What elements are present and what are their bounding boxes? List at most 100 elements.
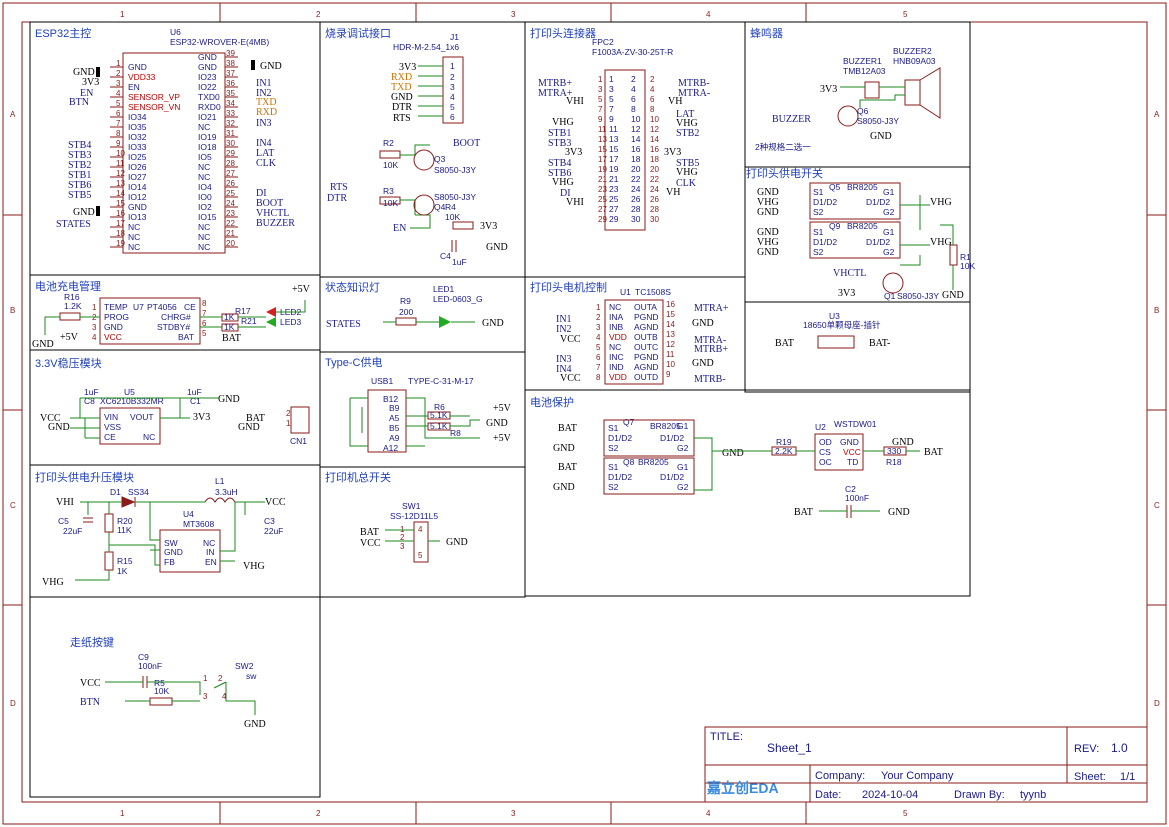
esp32-pin-name: IO14 bbox=[128, 182, 147, 192]
esp32-pin-number: 38 bbox=[226, 59, 235, 68]
q9-pin: G1 bbox=[883, 227, 895, 237]
ruler-top: 1 2 3 4 5 bbox=[120, 3, 908, 22]
fpc2-pin-number: 9 bbox=[598, 115, 603, 124]
ldo-net-gnd: GND bbox=[48, 422, 70, 433]
usb-pin: A5 bbox=[389, 413, 400, 423]
q6-ref: Q6 bbox=[857, 106, 869, 116]
fpc2-pin-number: 28 bbox=[631, 204, 641, 214]
esp32-pin-name: EN bbox=[128, 82, 140, 92]
u5-ref: U5 bbox=[124, 387, 135, 397]
esp-net-lat: LAT bbox=[256, 148, 274, 159]
esp-net-txd: TXD bbox=[256, 97, 277, 108]
esp-net-di: DI bbox=[256, 188, 267, 199]
j1-net-3v3: 3V3 bbox=[399, 62, 416, 73]
esp32-pin-name: IO13 bbox=[128, 212, 147, 222]
q8-pin: G2 bbox=[677, 482, 689, 492]
esp-net-stb5: STB5 bbox=[68, 190, 91, 201]
fpc2-pin-number: 21 bbox=[609, 174, 619, 184]
esp32-pin-number: 30 bbox=[226, 139, 235, 148]
fpc-net-mtra+: MTRA+ bbox=[538, 88, 573, 99]
u1-pin-number: 16 bbox=[666, 300, 675, 309]
esp-net-stb6: STB6 bbox=[68, 180, 91, 191]
fpc2-pin-number: 7 bbox=[598, 105, 603, 114]
esp32-pin-name: NC bbox=[198, 162, 210, 172]
m-net-in1: IN1 bbox=[556, 314, 572, 325]
esp32-pin-name: NC bbox=[128, 242, 140, 252]
r6-ref: R6 bbox=[434, 402, 445, 412]
esp32-pin-number: 4 bbox=[116, 89, 121, 98]
title-main-switch: 打印机总开关 bbox=[325, 470, 391, 484]
q8-pin: G1 bbox=[677, 462, 689, 472]
sw1-part: SS-12D11L5 bbox=[390, 511, 438, 521]
buzzer2-ref: BUZZER2 bbox=[893, 46, 932, 56]
u1-pin-name: IND bbox=[609, 362, 624, 372]
u1-pin-number: 3 bbox=[596, 323, 601, 332]
u7-pnum: 5 bbox=[202, 329, 207, 338]
u1-pin-name: OUTD bbox=[634, 372, 658, 382]
sw2-ref: SW2 bbox=[235, 661, 254, 671]
u1-pin-name: NC bbox=[609, 342, 621, 352]
buzzer1-part: TMB12A03 bbox=[843, 66, 886, 76]
fpc2-pin-number: 26 bbox=[631, 194, 641, 204]
bp-net-gnd2: GND bbox=[553, 482, 575, 493]
c2-value: 100nF bbox=[845, 493, 869, 503]
u7-pin: BAT bbox=[178, 332, 194, 342]
fpc2-pin-number: 10 bbox=[650, 115, 659, 124]
bst-net-vhg: VHG bbox=[42, 577, 64, 588]
title-buzzer: 蜂鸣器 bbox=[750, 26, 783, 40]
c2-ref: C2 bbox=[845, 484, 856, 494]
q4-part: S8050-J3Y bbox=[434, 192, 476, 202]
q1-part: S8050-J3Y bbox=[897, 291, 939, 301]
d1-part: SS34 bbox=[128, 487, 149, 497]
tb-date: 2024-10-04 bbox=[862, 789, 918, 801]
esp-net-in1: IN1 bbox=[256, 78, 272, 89]
c9-value: 100nF bbox=[138, 661, 162, 671]
fpc2-pin-number: 24 bbox=[631, 184, 641, 194]
r1-ref: R1 bbox=[960, 252, 971, 262]
r19-ref: R19 bbox=[776, 437, 792, 447]
esp32-pin-name: IO26 bbox=[128, 162, 147, 172]
fpc2-pin-number: 30 bbox=[650, 215, 659, 224]
title-esp32: ESP32主控 bbox=[35, 26, 91, 40]
r18-value: 330 bbox=[887, 446, 901, 456]
u1-pin-name: OUTB bbox=[634, 332, 658, 342]
fpc2-pin-number: 13 bbox=[598, 135, 607, 144]
q9-ref: Q9 bbox=[829, 221, 841, 231]
q5-ref: Q5 bbox=[829, 182, 841, 192]
q7-part: BR8205 bbox=[650, 421, 681, 431]
esp32-pin-name: VDD33 bbox=[128, 72, 156, 82]
burn-interface: J1 HDR-M-2.54_1x6 1 2 3 4 5 6 3V3 RXD TX… bbox=[327, 32, 508, 267]
fpc2-pin-number: 29 bbox=[598, 215, 607, 224]
cn1-pin: 2 bbox=[286, 409, 291, 418]
esp32-pin-number: 9 bbox=[116, 139, 121, 148]
u7-part: PT4056 bbox=[147, 302, 177, 312]
q9-pin: G2 bbox=[883, 247, 895, 257]
u5-part: XC6210B332MR bbox=[100, 396, 164, 406]
r19-value: 2.2K bbox=[775, 446, 793, 456]
esp32-pin-name: IO25 bbox=[128, 152, 147, 162]
bp-net-gnd4: GND bbox=[892, 437, 914, 448]
bst-net-vcc: VCC bbox=[265, 497, 286, 508]
j1-net-txd: TXD bbox=[391, 82, 412, 93]
u1-pin-number: 11 bbox=[666, 350, 675, 359]
sw2-part: sw bbox=[246, 671, 257, 681]
r1-resistor bbox=[949, 244, 958, 266]
fpc2-pin-number: 17 bbox=[598, 155, 607, 164]
esp32-body bbox=[122, 52, 226, 254]
fpc2-pin-number: 18 bbox=[650, 155, 659, 164]
ldo-net-bat: BAT bbox=[246, 413, 265, 424]
u3-ref: U3 bbox=[829, 311, 840, 321]
m-net-in4: IN4 bbox=[556, 364, 572, 375]
ms-net-bat: BAT bbox=[360, 527, 379, 538]
fpc2-pin-number: 26 bbox=[650, 195, 659, 204]
fpc2-pin-number: 4 bbox=[650, 85, 655, 94]
esp32-pin-number: 19 bbox=[116, 239, 125, 248]
c4-ref: C4 bbox=[440, 251, 451, 261]
hp-net-gnd: GND bbox=[757, 187, 779, 198]
feed-button: C9 100nF VCC R5 10K BTN SW2 sw 1 2 3 4 G… bbox=[80, 652, 266, 730]
j1-net-rxd: RXD bbox=[391, 72, 412, 83]
q1-transistor bbox=[882, 272, 904, 294]
bp-net-bat3: BAT bbox=[924, 447, 943, 458]
j1-ref: J1 bbox=[450, 32, 459, 42]
u1-pin-name: INA bbox=[609, 312, 624, 322]
